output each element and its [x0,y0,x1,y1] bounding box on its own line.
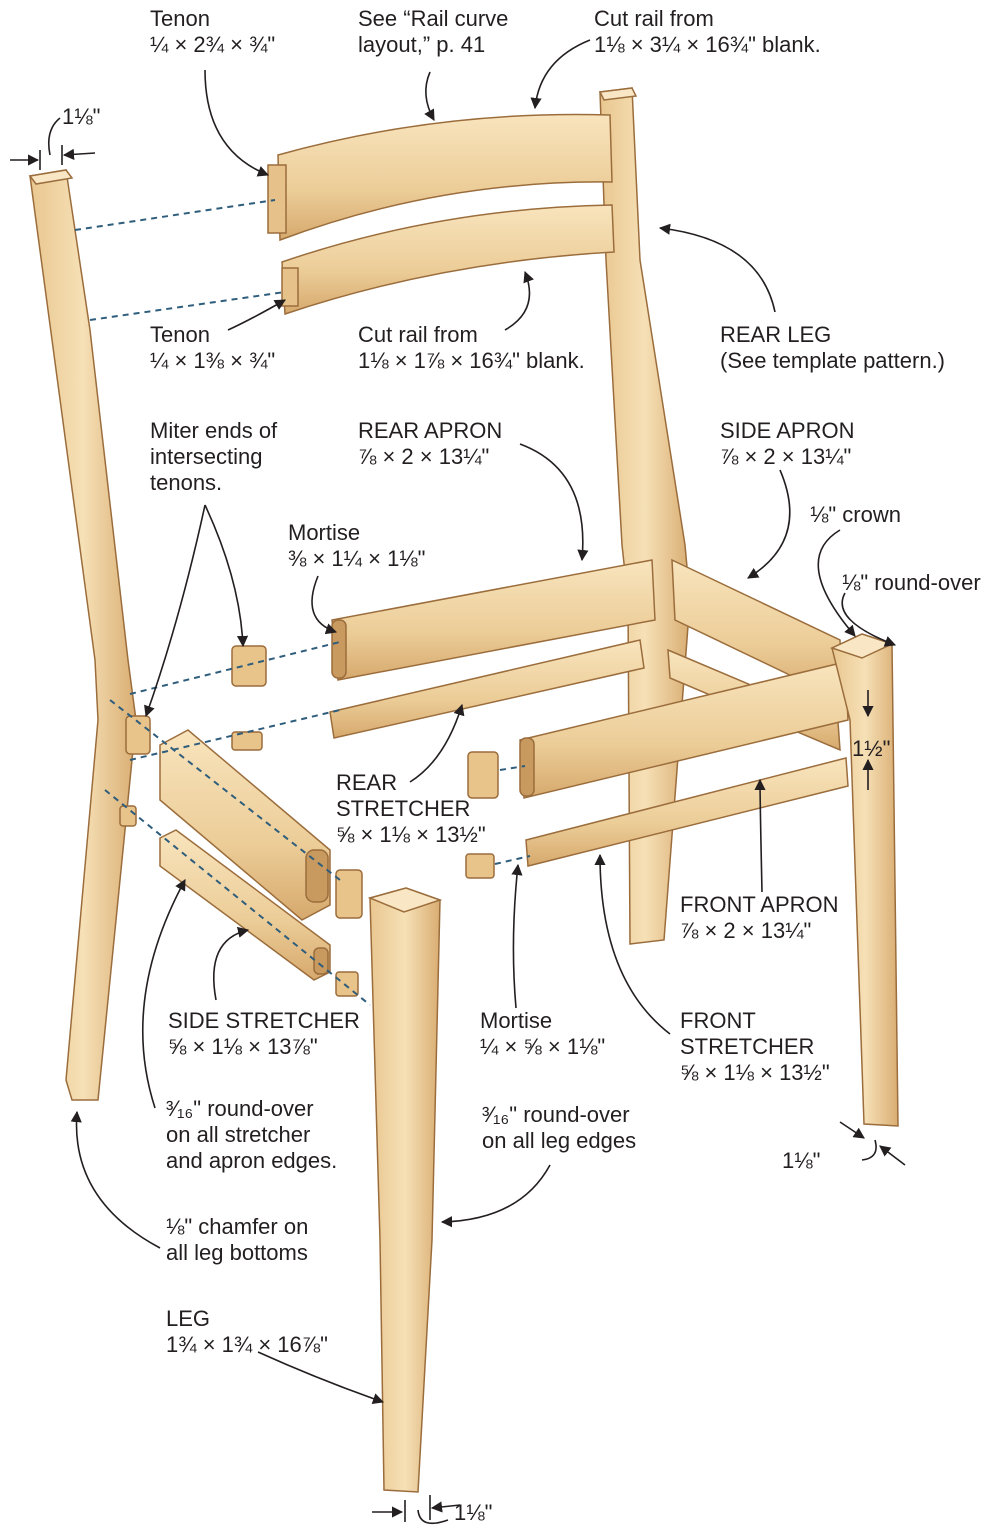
label-line: ¼ × 1⅜ × ¾" [150,348,276,373]
label-line: 1⅛ × 1⅞ × 16¾" blank. [358,348,585,373]
label-line: layout,” p. 41 [358,32,486,57]
label-line: 1⅛" [782,1148,821,1173]
rear-apron-label: REAR APRON ⅞ × 2 × 13¼" [358,418,502,470]
label-line: LEG [166,1306,211,1331]
label-line: intersecting [150,444,263,469]
label-line: tenons. [150,470,223,495]
dim-front-leg-label: 1⅛" [782,1148,820,1174]
label-line: Mortise [480,1008,553,1033]
chamfer-label: ⅛" chamfer on all leg bottoms [166,1214,308,1266]
rear-leg-label: REAR LEG (See template pattern.) [720,322,945,374]
label-line: REAR APRON [358,418,503,443]
tenon-lower-label: Tenon ¼ × 1⅜ × ¾" [150,322,275,374]
loose-tenons [119,645,499,997]
miter-ends-label: Miter ends of intersecting tenons. [150,418,277,496]
front-leg-right [829,633,899,1127]
label-line: Tenon [150,6,210,31]
label-line: ³⁄₁₆" round-over [166,1096,314,1121]
label-line: REAR LEG [720,322,832,347]
bottom-back-rail [281,204,615,316]
label-line: ¼ × 2¾ × ¾" [150,32,276,57]
label-line: ⅛" chamfer on [166,1214,309,1239]
label-line: ⅞ × 2 × 13¼" [680,918,812,943]
tenon-upper-label: Tenon ¼ × 2¾ × ¾" [150,6,275,58]
label-line: REAR [336,770,398,795]
label-line: ⅝ × 1⅛ × 13⅞" [168,1034,318,1059]
dim-apron-height-label: 1½" [852,736,890,762]
side-stretcher-label: SIDE STRETCHER ⅝ × 1⅛ × 13⅞" [168,1008,360,1060]
label-line: 1⅛ × 3¼ × 16¾" blank. [594,32,821,57]
rear-apron [331,559,656,681]
label-line: Cut rail from [594,6,714,31]
label-line: Miter ends of [150,418,278,443]
label-line: 1½" [852,736,891,761]
label-line: and apron edges. [166,1148,338,1173]
rear-stretcher [329,639,645,739]
label-line: all leg bottoms [166,1240,308,1265]
leg-label: LEG 1¾ × 1¾ × 16⅞" [166,1306,328,1358]
label-line: 1¾ × 1¾ × 16⅞" [166,1332,328,1357]
label-line: ³⁄₁₆" round-over [482,1102,630,1127]
dim-top-left-label: 1⅛" [62,104,100,130]
crown-label: ⅛" crown [810,502,901,528]
front-stretcher-label: FRONT STRETCHER ⅝ × 1⅛ × 13½" [680,1008,830,1086]
label-line: See “Rail curve [358,6,509,31]
alignment-lines [74,199,531,1006]
label-line: on all stretcher [166,1122,311,1147]
label-line: 1⅛" [454,1500,493,1525]
front-apron-label: FRONT APRON ⅞ × 2 × 13¼" [680,892,839,944]
label-line: ⅞ × 2 × 13¼" [358,444,490,469]
label-line: ⅝ × 1⅛ × 13½" [680,1060,830,1085]
label-line: ⅞ × 2 × 13¼" [720,444,852,469]
label-line: FRONT [680,1008,756,1033]
label-line: STRETCHER [336,796,471,821]
rear-stretcher-label: REAR STRETCHER ⅝ × 1⅛ × 13½" [336,770,486,848]
roundover-stretcher-label: ³⁄₁₆" round-over on all stretcher and ap… [166,1096,337,1174]
label-line: Tenon [150,322,210,347]
label-line: Mortise [288,520,361,545]
rear-leg-left [28,169,137,1101]
label-line: Cut rail from [358,322,478,347]
leader-lines [70,39,897,1404]
mortise-upper-label: Mortise ⅜ × 1¼ × 1⅛" [288,520,425,572]
label-line: SIDE APRON [720,418,855,443]
label-line: on all leg edges [482,1128,637,1153]
roundover-18-label: ⅛" round-over [842,570,981,596]
label-line: ⅝ × 1⅛ × 13½" [336,822,486,847]
label-line: ¼ × ⅝ × 1⅛" [480,1034,606,1059]
mortise-lower-label: Mortise ¼ × ⅝ × 1⅛" [480,1008,605,1060]
cut-rail-top-label: Cut rail from 1⅛ × 3¼ × 16¾" blank. [594,6,821,58]
side-apron-label: SIDE APRON ⅞ × 2 × 13¼" [720,418,854,470]
rail-curve-label: See “Rail curve layout,” p. 41 [358,6,508,58]
label-line: STRETCHER [680,1034,815,1059]
dimension-markers [10,117,906,1525]
label-line: SIDE STRETCHER [168,1008,360,1033]
label-line: ⅜ × 1¼ × 1⅛" [288,546,426,571]
side-apron-left [159,729,331,921]
front-apron [519,661,849,799]
cut-rail-bottom-label: Cut rail from 1⅛ × 1⅞ × 16¾" blank. [358,322,585,374]
label-line: (See template pattern.) [720,348,946,373]
front-leg-left [367,887,443,1493]
dim-bottom-label: 1⅛" [454,1500,492,1526]
top-back-rail [267,113,613,242]
label-line: ⅛" round-over [842,570,981,595]
label-line: 1⅛" [62,104,101,129]
label-line: FRONT APRON [680,892,839,917]
label-line: ⅛" crown [810,502,901,527]
roundover-leg-label: ³⁄₁₆" round-over on all leg edges [482,1102,636,1154]
